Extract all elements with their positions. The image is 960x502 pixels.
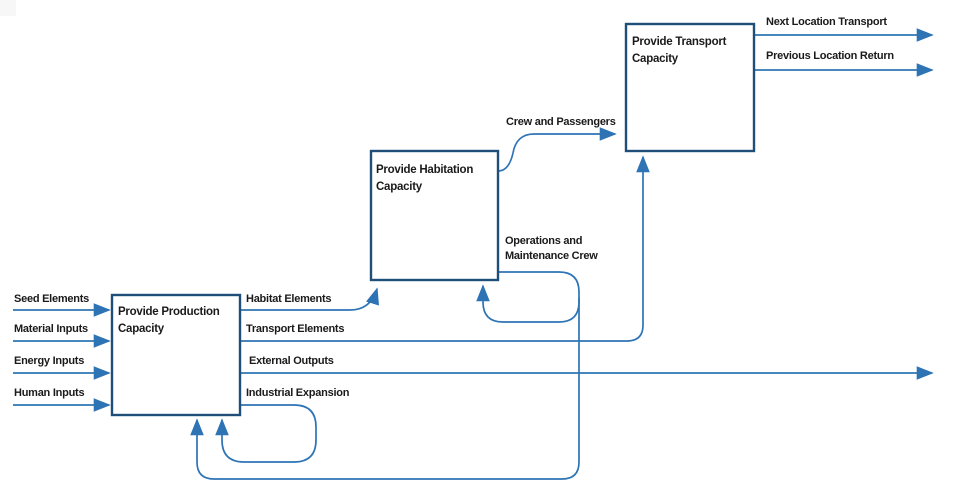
transport-elements-arrow: [240, 155, 650, 342]
corner-artifact: [0, 0, 16, 16]
industrial-expansion-label: Industrial Expansion: [246, 387, 350, 399]
operations-maintenance-crew-label: Operations and Maintenance Crew: [505, 235, 598, 262]
habitation-box: [369, 149, 500, 282]
external-outputs-label: External Outputs: [249, 355, 334, 367]
habitat-elements-label: Habitat Elements: [246, 293, 332, 305]
seed-elements-label: Seed Elements: [14, 293, 90, 305]
operations-crew-loop-arrow: [476, 271, 580, 323]
habitat-elements-arrow: [240, 287, 379, 311]
energy-inputs-label: Energy Inputs: [14, 355, 85, 367]
habitation-box-label: Provide Habitation Capacity: [376, 164, 474, 193]
industrial-expansion-loop-arrow: [215, 404, 317, 463]
crew-and-passengers-label: Crew and Passengers: [506, 116, 616, 128]
production-box: [110, 293, 242, 417]
operations-crew-to-production-arrow: [190, 298, 580, 480]
transport-elements-label: Transport Elements: [246, 323, 345, 335]
production-box-label: Provide Production Capacity: [118, 306, 220, 335]
human-inputs-label: Human Inputs: [14, 387, 85, 399]
crew-and-passengers-arrow: [497, 127, 617, 172]
previous-location-return-label: Previous Location Return: [766, 50, 894, 62]
transport-box: [624, 22, 756, 153]
material-inputs-label: Material Inputs: [14, 323, 88, 335]
next-location-transport-label: Next Location Transport: [766, 16, 887, 28]
transport-box-label: Provide Transport Capacity: [632, 36, 727, 65]
